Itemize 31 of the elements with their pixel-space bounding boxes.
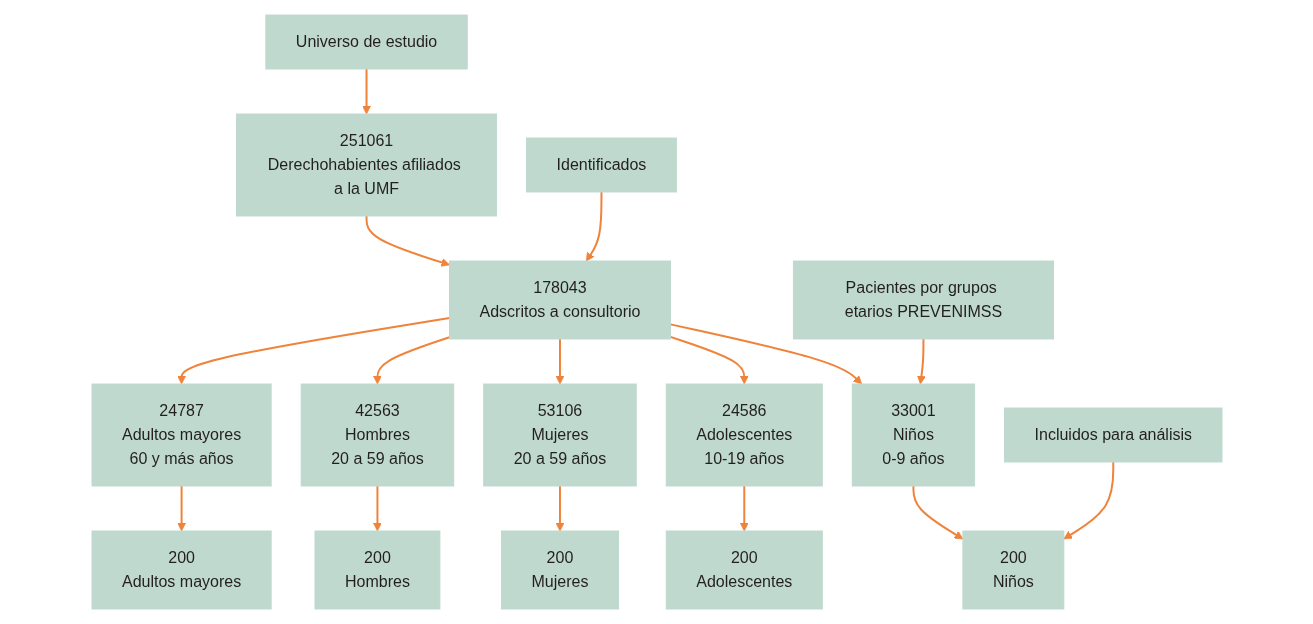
arrow [555,338,564,385]
node-box: 42563 Hombres 20 a 59 años [300,383,454,487]
arrow [1062,461,1114,540]
node-box: 200 Niños [961,530,1064,610]
arrow [365,215,450,267]
node-box: 200 Adolescentes [665,530,823,610]
arrow [739,485,749,532]
arrow [372,485,382,532]
arrow [911,485,963,540]
node-box: Universo de estudio [264,14,468,70]
arrow [916,338,926,385]
node-box: 200 Mujeres [500,530,619,610]
arrow [176,485,186,532]
node-box: Identificados [525,137,677,193]
arrow [585,191,602,262]
node-box: 53106 Mujeres 20 a 59 años [482,383,637,487]
node-box: 200 Hombres [314,530,440,610]
arrow [176,316,450,385]
node-box: Incluidos para análisis [1003,407,1222,463]
node-box: 24787 Adultos mayores 60 y más años [91,383,272,487]
arrow [555,485,564,532]
arrow [372,336,450,385]
node-box: Pacientes por grupos etarios PREVENIMSS [792,260,1054,340]
node-box: 251061 Derechohabientes afiliados a la UMF [235,113,497,217]
node-box: 24586 Adolescentes 10-19 años [665,383,823,487]
arrow [668,323,862,385]
node-box: 33001 Niños 0-9 años [851,383,975,487]
arrow [668,335,749,385]
node-box: 178043 Adscritos a consultorio [448,260,671,340]
arrow [361,68,371,115]
node-box: 200 Adultos mayores [91,530,272,610]
